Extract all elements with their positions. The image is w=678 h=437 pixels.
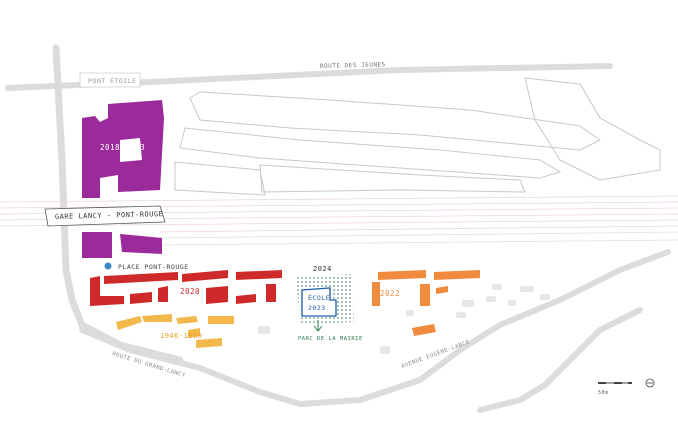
existing-building-outlines [174,77,661,196]
phase-2020-buildings [90,270,282,306]
label-phase-2020: 2020 [180,287,200,296]
label-scale: 50m [598,390,609,396]
road-route-des-jeunes [5,63,613,91]
pont-etoile-box [79,72,141,88]
label-phase-2018-2023: 2018-2023 [100,143,145,152]
north-arrow-icon [645,378,655,388]
label-station: GARE LANCY - PONT-ROUGE [55,210,164,221]
label-phase-2024: 2024 [313,265,332,273]
existing-buildings-grey [258,284,550,354]
label-place-pont-rouge: PLACE PONT-ROUGE [118,263,189,271]
phase-1946-1960-buildings [116,314,234,348]
phase-2024-park [296,274,354,332]
road-vertical-bridge [52,44,184,364]
label-route-des-jeunes: ROUTE DES JEUNES [320,61,386,70]
label-school-line1: ÉCOLE [308,293,330,302]
label-phase-2022: 2022 [380,289,400,298]
railway-tracks [0,195,678,246]
phase-2022-buildings [372,270,480,336]
road-route-grand-lancy [79,249,671,407]
place-pont-rouge-dot [104,262,112,270]
school-building [301,287,337,317]
label-school-line2: 2023 [308,304,326,312]
station-label-box [44,205,166,227]
label-pont-etoile: PONT ÉTOILE [88,76,137,85]
park-arrow-icon [313,320,323,332]
label-phase-1946-1960: 1946-1960 [160,332,202,340]
label-park: PARC DE LA MAIRIE [298,336,363,342]
phase-2018-2023-buildings [82,100,164,258]
road-east-curve [477,307,643,413]
